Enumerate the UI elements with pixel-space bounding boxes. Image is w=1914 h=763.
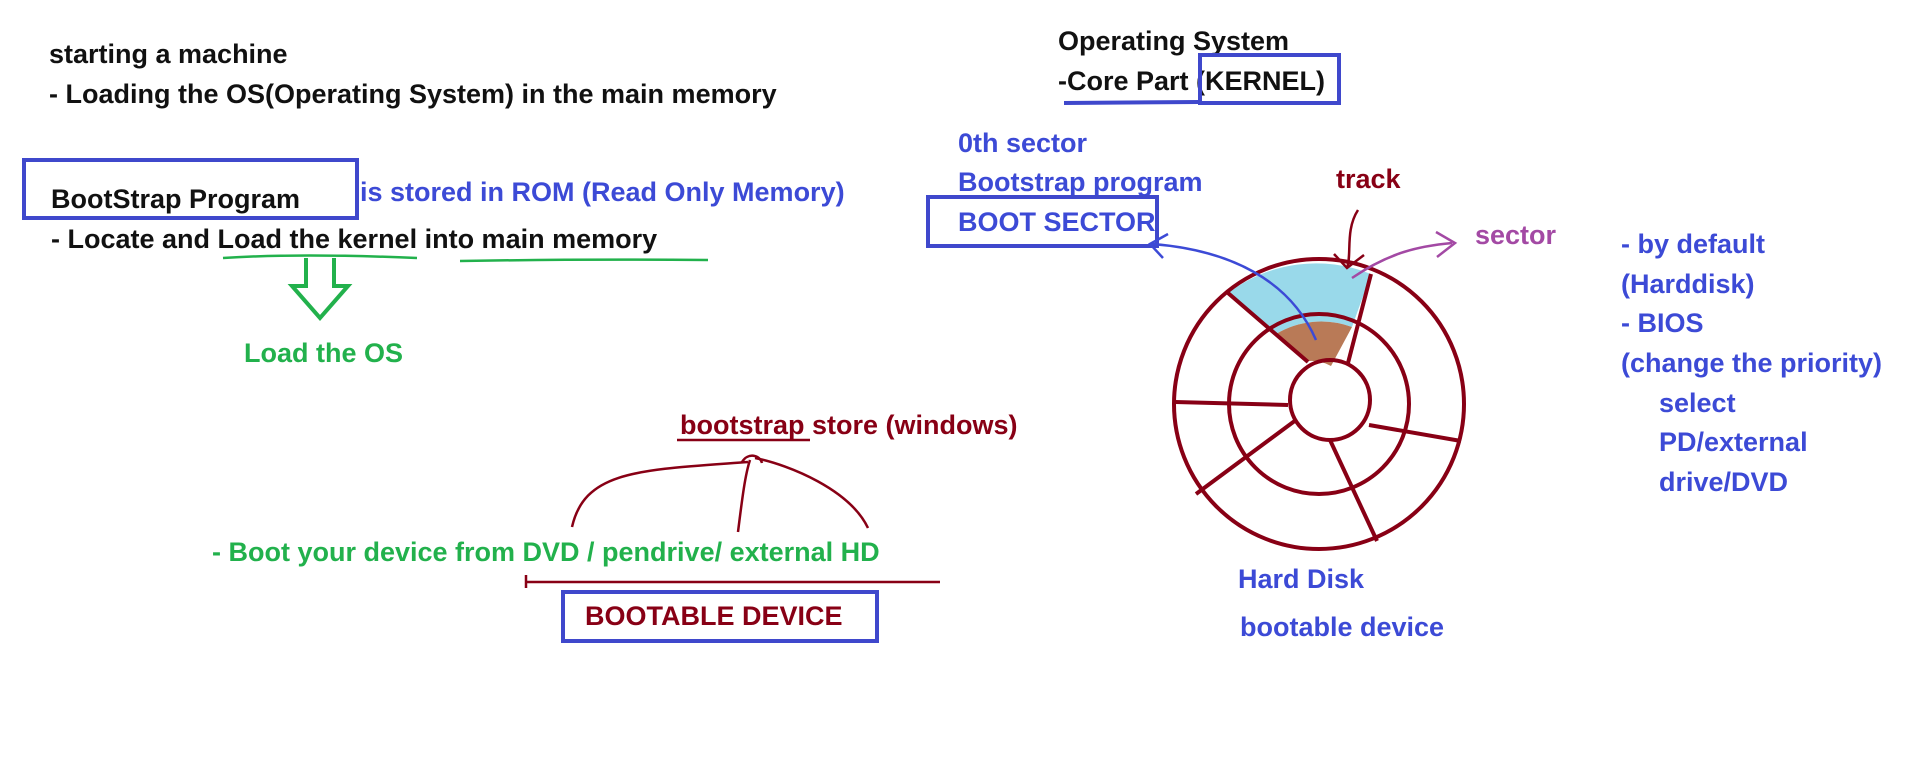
- hard-disk-diagram: [1172, 257, 1466, 551]
- boot-sector-light-blue: [1228, 263, 1371, 334]
- boot-sector-arrowhead: [1147, 232, 1169, 259]
- hard-disk-label: Hard Disk: [1238, 564, 1365, 594]
- stored-in-rom-text: is stored in ROM (Read Only Memory): [360, 177, 845, 207]
- track-label: track: [1336, 164, 1401, 194]
- boot-sector-arrow-icon: [1151, 242, 1318, 341]
- bootstrap-program-label: BootStrap Program: [51, 184, 301, 214]
- core-part-underline: [1063, 100, 1200, 105]
- bootstrap-store-text: bootstrap store (windows): [680, 409, 1018, 441]
- bootstrap-program-text: Bootstrap program: [958, 167, 1203, 197]
- bootable-device-box: [561, 590, 879, 643]
- divider-1: [1226, 291, 1310, 364]
- intro-line-1: starting a machine: [49, 39, 288, 69]
- sector-arrowhead: [1435, 230, 1458, 258]
- divider-4: [1328, 439, 1379, 542]
- kernel-box: [1198, 53, 1341, 105]
- into-main-memory-text: into main memory: [417, 224, 658, 254]
- track-arrow-icon: [1345, 209, 1360, 269]
- intro-line-2: - Loading the OS(Operating System) in th…: [49, 79, 777, 109]
- divider-6: [1174, 400, 1289, 407]
- sector-label: sector: [1475, 220, 1557, 250]
- note-line-4: (change the priority): [1621, 348, 1883, 378]
- note-line-7: drive/DVD: [1659, 467, 1789, 497]
- note-line-3: - BIOS: [1621, 308, 1704, 338]
- brace-middle-stroke: [736, 459, 752, 533]
- boot-sector-box: [926, 195, 1159, 248]
- note-line-1: - by default: [1621, 229, 1766, 259]
- brace-right-stroke: [754, 456, 870, 529]
- core-part-line: -Core Part (KERNEL): [1058, 65, 1325, 97]
- inner-circle: [1288, 358, 1372, 442]
- bootable-device-label: BOOTABLE DEVICE: [585, 601, 843, 631]
- divider-5: [1194, 418, 1298, 496]
- kernel-underline: [222, 254, 418, 260]
- note-line-5: select: [1659, 388, 1736, 418]
- zeroth-sector-text: 0th sector: [958, 128, 1088, 158]
- divider-2: [1346, 273, 1373, 364]
- sector-arrow-icon: [1351, 241, 1453, 280]
- outer-track-circle: [1172, 257, 1466, 551]
- core-part-text: -Core Part: [1058, 66, 1197, 96]
- load-the-kernel-text: Load the kernel: [217, 224, 418, 254]
- brace-left-stroke: [570, 460, 749, 528]
- bootstrap-word: bootstrap: [680, 410, 805, 440]
- kernel-text: (KERNEL): [1196, 66, 1326, 96]
- store-windows-text: store (windows): [804, 410, 1018, 440]
- locate-prefix: - Locate and: [51, 224, 218, 254]
- bootable-device-caption: bootable device: [1240, 612, 1445, 642]
- bootstrap-program-box: [22, 158, 359, 220]
- brace-loop: [740, 454, 764, 464]
- track-arrowhead: [1333, 253, 1365, 270]
- down-arrow-icon: [287, 258, 353, 322]
- note-line-2: (Harddisk): [1621, 269, 1755, 299]
- locate-load-line: - Locate and Load the kernel into main m…: [51, 223, 657, 255]
- memory-underline: [459, 258, 709, 263]
- note-line-6: PD/external: [1659, 427, 1808, 457]
- load-the-os-text: Load the OS: [244, 338, 404, 368]
- divider-3: [1368, 423, 1462, 443]
- boot-sector-label: BOOT SECTOR: [958, 207, 1156, 237]
- operating-system-title: Operating System: [1058, 26, 1290, 56]
- boot-device-line: - Boot your device from DVD / pendrive/ …: [212, 537, 880, 567]
- boot-sector-brown: [1276, 321, 1352, 366]
